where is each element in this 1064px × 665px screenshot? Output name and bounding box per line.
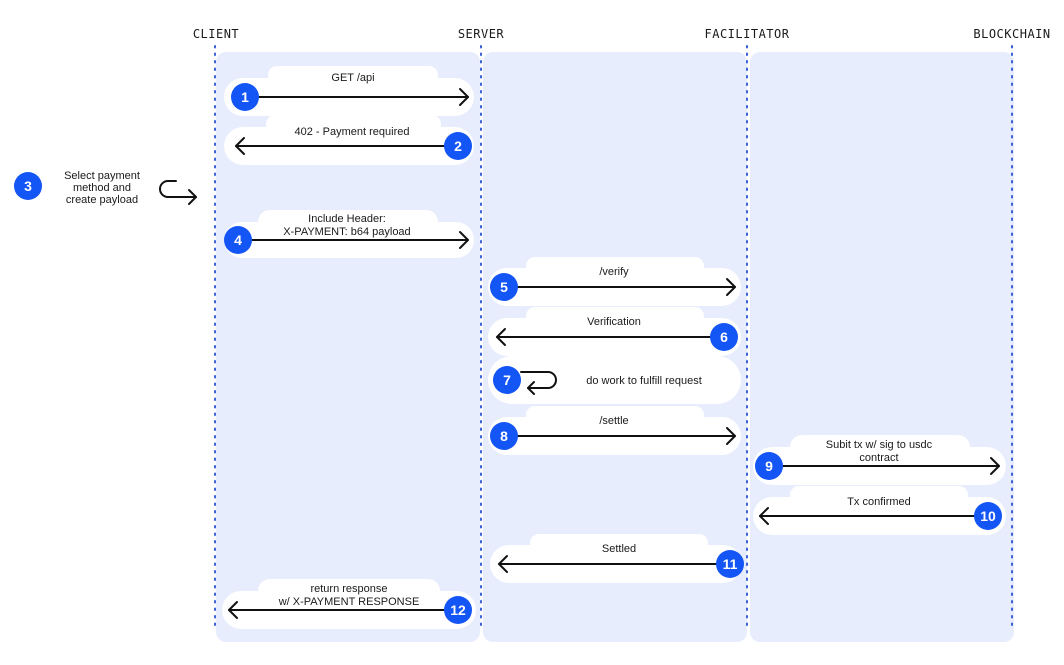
loop-arrow-icon: [520, 371, 557, 389]
step-2: 2 402 - Payment required: [224, 115, 474, 165]
step-label-line-2: contract: [859, 452, 898, 464]
step-badge: [974, 502, 1002, 530]
lane-client-server: [216, 52, 480, 642]
step-12: 12 return response w/ X-PAYMENT RESPONSE: [222, 579, 476, 629]
step-label-line-1: Include Header:: [308, 213, 386, 225]
step-label: /settle: [599, 415, 628, 427]
step-label-line-2: w/ X-PAYMENT RESPONSE: [278, 596, 420, 608]
step-number: 4: [234, 232, 242, 248]
step-badge: [710, 323, 738, 351]
arrowhead-right-icon: [990, 457, 1000, 475]
step-label-line-2: X-PAYMENT: b64 payload: [283, 226, 410, 238]
step-label: GET /api: [331, 72, 374, 84]
step-number: 3: [24, 178, 32, 194]
actor-blockchain: BLOCKCHAIN: [973, 27, 1050, 41]
step-number: 9: [765, 458, 773, 474]
step-label-line-3: create payload: [66, 194, 138, 206]
step-label-line-2: method and: [73, 182, 131, 194]
arrowhead-left-icon: [759, 507, 769, 525]
step-label: Settled: [602, 543, 636, 555]
arrowhead-left-icon: [527, 381, 535, 395]
actor-client: CLIENT: [193, 27, 239, 41]
step-badge: [490, 273, 518, 301]
arrowhead-left-icon: [498, 555, 508, 573]
step-badge: [444, 596, 472, 624]
step-3: 3 Select payment method and create paylo…: [8, 162, 206, 210]
step-label: Tx confirmed: [847, 496, 911, 508]
arrowhead-left-icon: [496, 328, 506, 346]
arrowhead-left-icon: [228, 601, 238, 619]
step-label: Verification: [587, 316, 641, 328]
actor-facilitator: FACILITATOR: [705, 27, 790, 41]
actor-server: SERVER: [458, 27, 505, 41]
step-6: 6 Verification: [488, 307, 741, 356]
step-pill: [488, 356, 741, 404]
step-number: 12: [450, 602, 466, 618]
step-number: 5: [500, 279, 508, 295]
step-number: 2: [454, 138, 462, 154]
arrowhead-right-icon: [459, 88, 469, 106]
step-number: 8: [500, 428, 508, 444]
step-7: 7 do work to fulfill request: [488, 356, 741, 404]
lane-facilitator-blockchain: [750, 52, 1014, 642]
step-badge: [444, 132, 472, 160]
step-badge: [755, 452, 783, 480]
step-9: 9 Subit tx w/ sig to usdc contract: [753, 435, 1006, 485]
loop-arrow-icon: [159, 180, 197, 198]
step-1: 1 GET /api: [224, 66, 474, 116]
arrowhead-right-icon: [726, 427, 736, 445]
arrowhead-right-icon: [459, 231, 469, 249]
step-number: 1: [241, 89, 249, 105]
step-4: 4 Include Header: X-PAYMENT: b64 payload: [224, 210, 474, 258]
arrowhead-right-icon: [188, 189, 197, 205]
step-label-line-1: Select payment: [64, 170, 140, 182]
step-badge: [14, 172, 42, 200]
step-badge: [493, 366, 521, 394]
step-number: 7: [503, 372, 511, 388]
step-label: 402 - Payment required: [295, 126, 410, 138]
step-badge: [224, 226, 252, 254]
step-label: /verify: [599, 266, 629, 278]
step-8: 8 /settle: [488, 406, 741, 455]
step-label-line-1: Subit tx w/ sig to usdc: [826, 439, 933, 451]
step-label-line-1: return response: [310, 583, 387, 595]
step-number: 6: [720, 329, 728, 345]
arrowhead-left-icon: [235, 137, 245, 155]
step-10: 10 Tx confirmed: [753, 486, 1006, 535]
step-label: do work to fulfill request: [586, 375, 702, 387]
arrowhead-right-icon: [726, 278, 736, 296]
step-badge: [490, 422, 518, 450]
step-badge: [716, 550, 744, 578]
step-number: 10: [980, 508, 996, 524]
step-11: 11 Settled: [490, 534, 744, 583]
step-badge: [231, 83, 259, 111]
step-5: 5 /verify: [488, 257, 741, 306]
step-number: 11: [723, 556, 738, 572]
step-pill: [8, 162, 206, 210]
